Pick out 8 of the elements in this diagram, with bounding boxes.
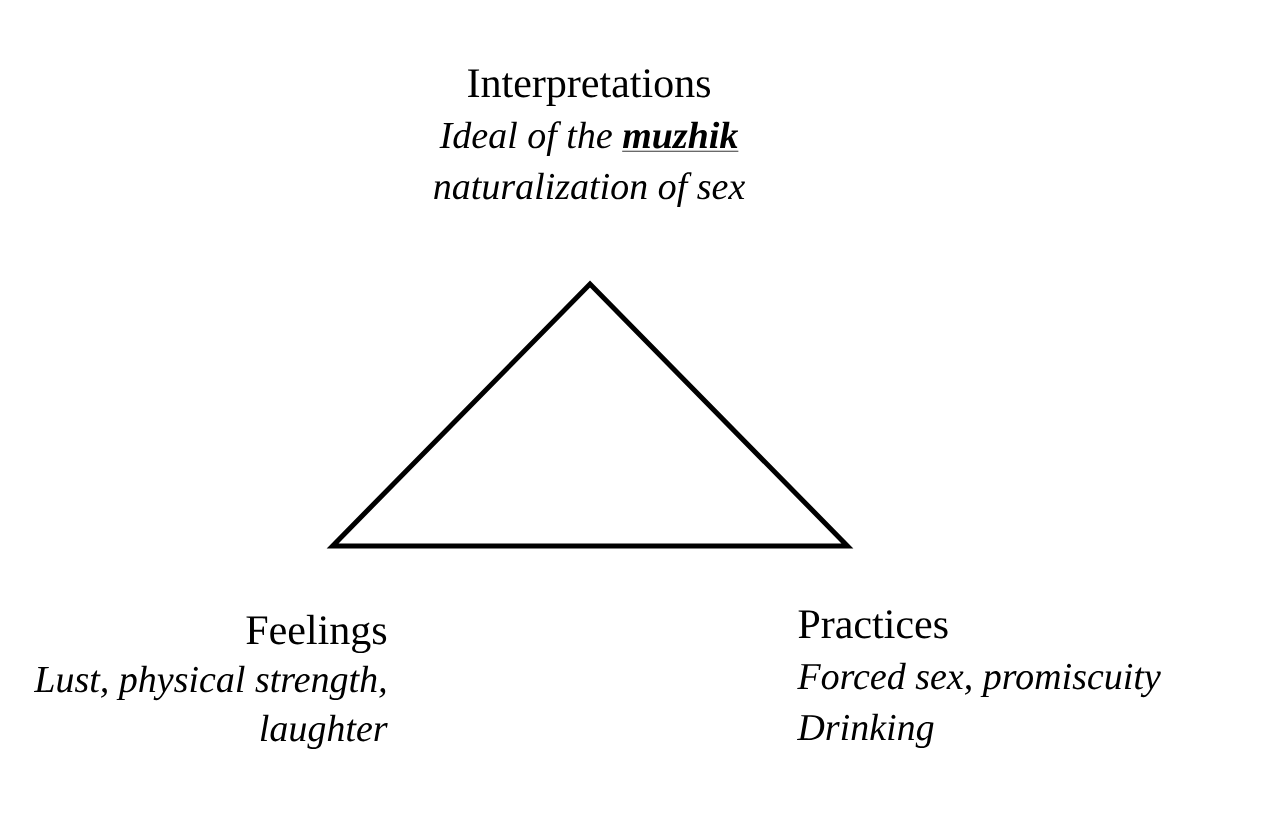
heading: Interpretations [468,69,710,106]
note-text: Ideal of the muzhik [439,121,739,157]
note-text: naturalization of sex [434,172,745,208]
note-text: Drinking [796,713,934,749]
heading: Feelings [246,614,387,654]
note-text: Forced sex, promiscuity [797,662,1161,698]
heading: Practices [798,610,948,639]
note-text: Lust, physical strength, laughter [33,665,388,750]
